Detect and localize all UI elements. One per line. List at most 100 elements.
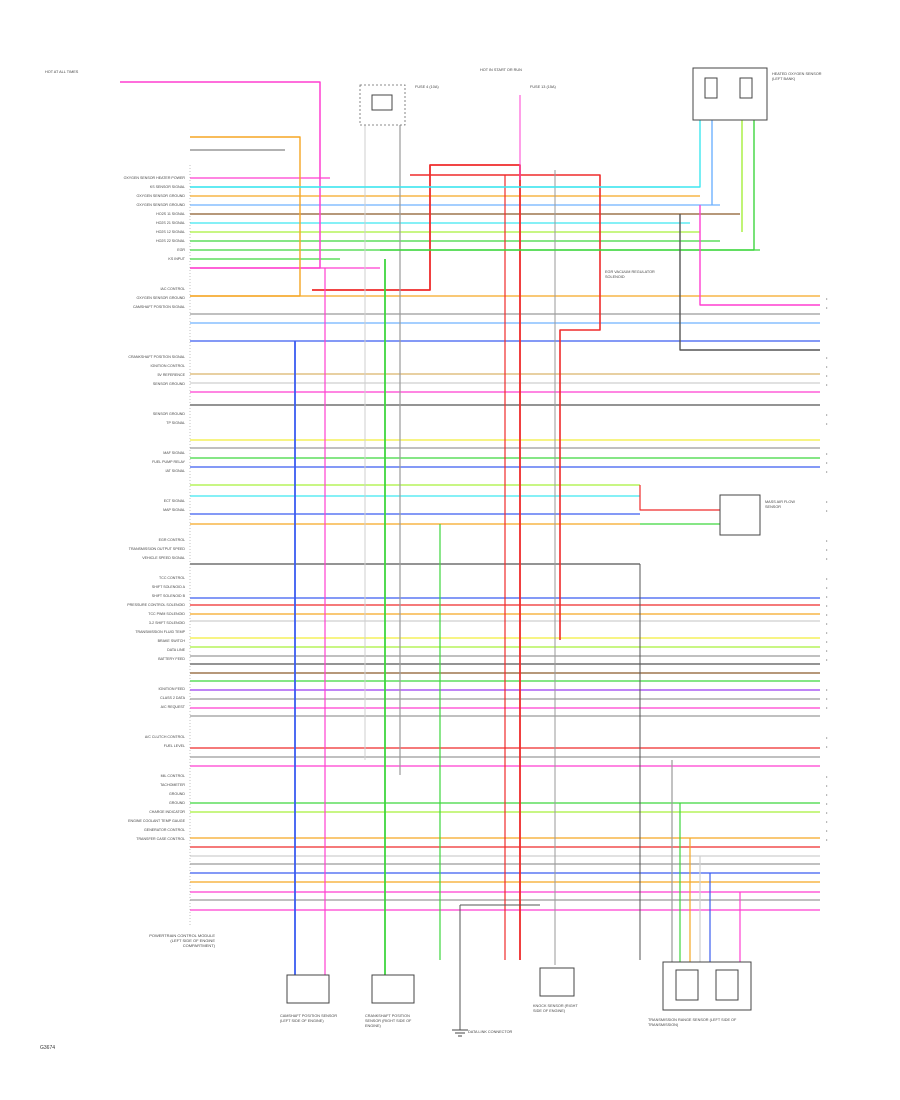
fuse-caption: FUSE 4 (10A) xyxy=(415,85,439,89)
top-left-caption: HOT AT ALL TIMES xyxy=(45,70,79,74)
top-center-component xyxy=(359,84,406,126)
pin-number: • xyxy=(826,499,828,504)
pcm-pin-label: IAC CONTROL xyxy=(160,287,185,291)
pin-number: • xyxy=(826,630,828,635)
pcm-pin-label: SHIFT SOLENOID A xyxy=(151,585,185,589)
ground-symbol xyxy=(452,1029,468,1037)
pcm-pin-label: CHARGE INDICATOR xyxy=(149,810,185,814)
pcm-pin-label: HO2S 22 SIGNAL xyxy=(156,239,185,243)
bottom-caption-3: DATA LINK CONNECTOR xyxy=(468,1030,513,1034)
pcm-pin-label: CRANKSHAFT POSITION SIGNAL xyxy=(128,355,185,359)
pcm-pin-label: TACHOMETER xyxy=(160,783,185,787)
pcm-pin-label: IGNITION FEED xyxy=(158,687,185,691)
pcm-pin-label: FUEL PUMP RELAY xyxy=(152,460,185,464)
wire-layer xyxy=(120,81,820,1030)
wire xyxy=(639,485,720,511)
pin-number: • xyxy=(826,296,828,301)
bottom-caption-1: CAMSHAFT POSITION SENSOR (LEFT SIDE OF E… xyxy=(280,1014,338,1023)
pcm-pin-label: CAMSHAFT POSITION SIGNAL xyxy=(132,305,185,309)
pcm-caption: POWERTRAIN CONTROL MODULE (LEFT SIDE OF … xyxy=(149,933,215,948)
pin-number: • xyxy=(826,705,828,710)
pcm-pin-label: FUEL LEVEL xyxy=(163,744,185,748)
pcm-pin-label: TP SIGNAL xyxy=(166,421,185,425)
pcm-pin-label: ECT SIGNAL xyxy=(163,499,185,503)
footer-code: G3674 xyxy=(40,1045,56,1051)
pin-number: • xyxy=(826,819,828,824)
maf-sensor-caption: MASS AIR FLOW SENSOR xyxy=(765,500,795,509)
pcm-pin-label: DATA LINE xyxy=(167,648,185,652)
pin-number: • xyxy=(826,547,828,552)
pcm-pin-label: ENGINE COOLANT TEMP GAUGE xyxy=(128,819,185,823)
pin-number: • xyxy=(826,621,828,626)
label-layer: ••••••••••••••••••••••••••••••••••••••• xyxy=(826,296,828,842)
egr-solenoid-caption: EGR VACUUM REGULATOR SOLENOID xyxy=(605,270,655,279)
pin-number: • xyxy=(826,639,828,644)
wire xyxy=(410,174,601,640)
bottom-component-1 xyxy=(286,974,330,1004)
component-layer xyxy=(189,67,768,1037)
pin-number: • xyxy=(826,460,828,465)
pin-number: • xyxy=(826,585,828,590)
pin-number: • xyxy=(826,364,828,369)
pcm-pin-label: PRESSURE CONTROL SOLENOID xyxy=(127,603,185,607)
bottom-caption-4: KNOCK SENSOR (RIGHT SIDE OF ENGINE) xyxy=(533,1004,578,1013)
right-middle-component xyxy=(719,494,761,536)
pcm-pin-label: TCC CONTROL xyxy=(159,576,185,580)
pcm-pin-label: HO2S 21 SIGNAL xyxy=(156,221,185,225)
pin-number: • xyxy=(826,421,828,426)
wire xyxy=(312,164,521,960)
pin-number: • xyxy=(826,648,828,653)
pcm-pin-label: A/C REQUEST xyxy=(160,705,185,709)
pin-number: • xyxy=(826,412,828,417)
pin-number: • xyxy=(826,556,828,561)
pin-number: • xyxy=(826,538,828,543)
pin-number: • xyxy=(826,810,828,815)
pcm-pin-label: VEHICLE SPEED SIGNAL xyxy=(142,556,185,560)
sensor-element xyxy=(739,77,753,99)
wire xyxy=(699,205,820,306)
pin-number: • xyxy=(826,576,828,581)
pcm-pin-label: TRANSMISSION OUTPUT SPEED xyxy=(128,547,185,551)
pin-number: • xyxy=(826,657,828,662)
pcm-pin-label: IGNITION CONTROL xyxy=(150,364,185,368)
sensor-element xyxy=(704,77,718,99)
pin-number: • xyxy=(826,382,828,387)
top-center-relay xyxy=(371,94,393,111)
pcm-pin-label: CLASS 2 DATA xyxy=(160,696,185,700)
pcm-pin-label: OXYGEN SENSOR HEATER POWER xyxy=(123,176,185,180)
pcm-pin-label: BATTERY FEED xyxy=(158,657,185,661)
wire xyxy=(120,81,321,269)
pcm-pin-label: OXYGEN SENSOR GROUND xyxy=(136,203,185,207)
pcm-pin-label: GROUND xyxy=(169,792,185,796)
pin-number: • xyxy=(826,305,828,310)
pcm-pin-label: IAT SIGNAL xyxy=(165,469,185,473)
pin-number: • xyxy=(826,612,828,617)
pin-number: • xyxy=(826,469,828,474)
pin-number: • xyxy=(826,355,828,360)
pcm-pin-label: OXYGEN SENSOR GROUND xyxy=(136,194,185,198)
pin-number: • xyxy=(826,801,828,806)
pcm-pin-label: HO2S 12 SIGNAL xyxy=(156,230,185,234)
bottom-component-3 xyxy=(539,967,575,997)
pcm-pin-label: KS SENSOR SIGNAL xyxy=(149,185,185,189)
pin-number: • xyxy=(826,744,828,749)
pin-number: • xyxy=(826,508,828,513)
pin-number: • xyxy=(826,603,828,608)
pcm-pin-label: 3-2 SHIFT SOLENOID xyxy=(148,621,185,625)
pcm-pin-label: SENSOR GROUND xyxy=(152,412,185,416)
pin-number: • xyxy=(826,828,828,833)
pcm-pin-label: BRAKE SWITCH xyxy=(157,639,185,643)
wire xyxy=(380,120,755,251)
hot-in-start-caption: HOT IN START OR RUN xyxy=(480,68,522,72)
pcm-pin-label: MIL CONTROL xyxy=(160,774,185,778)
bottom-component-2 xyxy=(371,974,415,1004)
pcm-pin-label: SENSOR GROUND xyxy=(152,382,185,386)
sensor-element xyxy=(715,969,739,1001)
wire xyxy=(190,120,701,188)
right-sensor-caption: HEATED OXYGEN SENSOR (LEFT BANK) xyxy=(772,72,822,81)
bottom-caption-5: TRANSMISSION RANGE SENSOR (LEFT SIDE OF … xyxy=(648,1018,737,1027)
pcm-pin-label: EGR xyxy=(177,248,185,252)
sensor-element xyxy=(675,969,699,1001)
